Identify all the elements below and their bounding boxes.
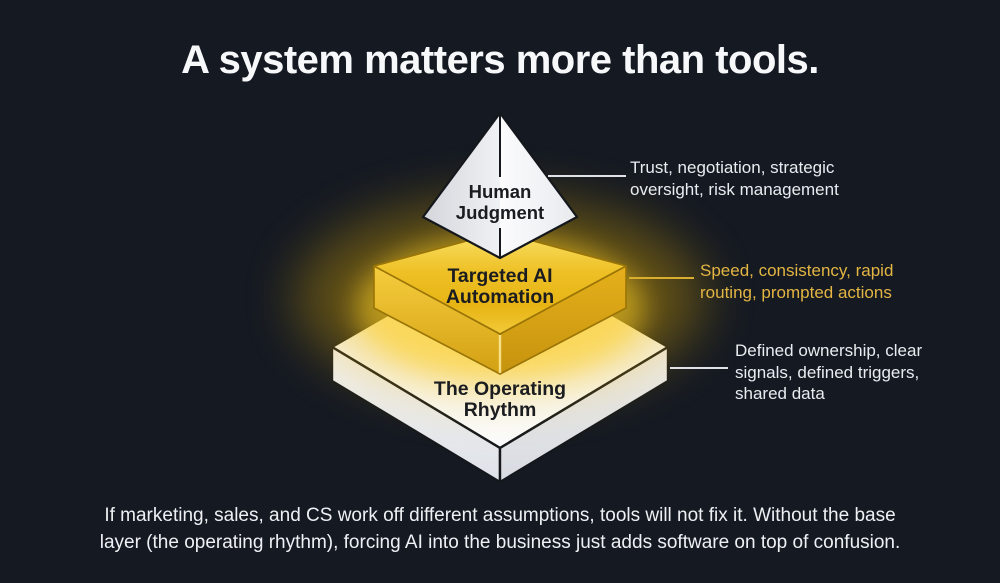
- human-judgment-right-face: [500, 113, 577, 258]
- annotation-line: Defined ownership, clear: [735, 341, 923, 360]
- annotation-line: Trust, negotiation, strategic: [630, 158, 835, 177]
- label-line: Human: [468, 181, 532, 202]
- footer-line: layer (the operating rhythm), forcing AI…: [99, 532, 901, 553]
- annotation-line: Speed, consistency, rapid: [700, 261, 894, 280]
- annotation-line: signals, defined triggers,: [735, 362, 920, 382]
- label-line: Automation: [445, 286, 555, 308]
- annotation-line: shared data: [735, 384, 825, 403]
- annotation-line: oversight, risk management: [630, 179, 839, 199]
- label-line: Targeted AI: [447, 265, 553, 287]
- layer-label-targeted-ai-automation: Targeted AI Automation: [446, 266, 554, 308]
- footer-note: If marketing, sales, and CS work off dif…: [0, 502, 1000, 556]
- label-line: Judgment: [455, 202, 545, 223]
- annotation-line: routing, prompted actions: [700, 282, 892, 302]
- human-judgment-left-face: [423, 113, 500, 258]
- layer-label-the-operating-rhythm: The Operating Rhythm: [434, 379, 566, 421]
- annotation-the-operating-rhythm: Defined ownership, clear signals, define…: [735, 340, 922, 405]
- annotation-targeted-ai-automation: Speed, consistency, rapid routing, promp…: [700, 260, 893, 303]
- annotation-human-judgment: Trust, negotiation, strategic oversight,…: [630, 157, 839, 200]
- human-judgment-layer: [421, 111, 579, 260]
- page-title: A system matters more than tools.: [181, 38, 819, 82]
- operating-rhythm-right-face: [498, 345, 670, 484]
- label-line: Rhythm: [463, 399, 537, 421]
- layer-label-human-judgment: Human Judgment: [456, 181, 544, 223]
- targeted-ai-layer: [373, 231, 627, 375]
- targeted-ai-top-face: [373, 231, 627, 335]
- footer-line: If marketing, sales, and CS work off dif…: [104, 505, 896, 526]
- label-line: The Operating: [433, 378, 567, 400]
